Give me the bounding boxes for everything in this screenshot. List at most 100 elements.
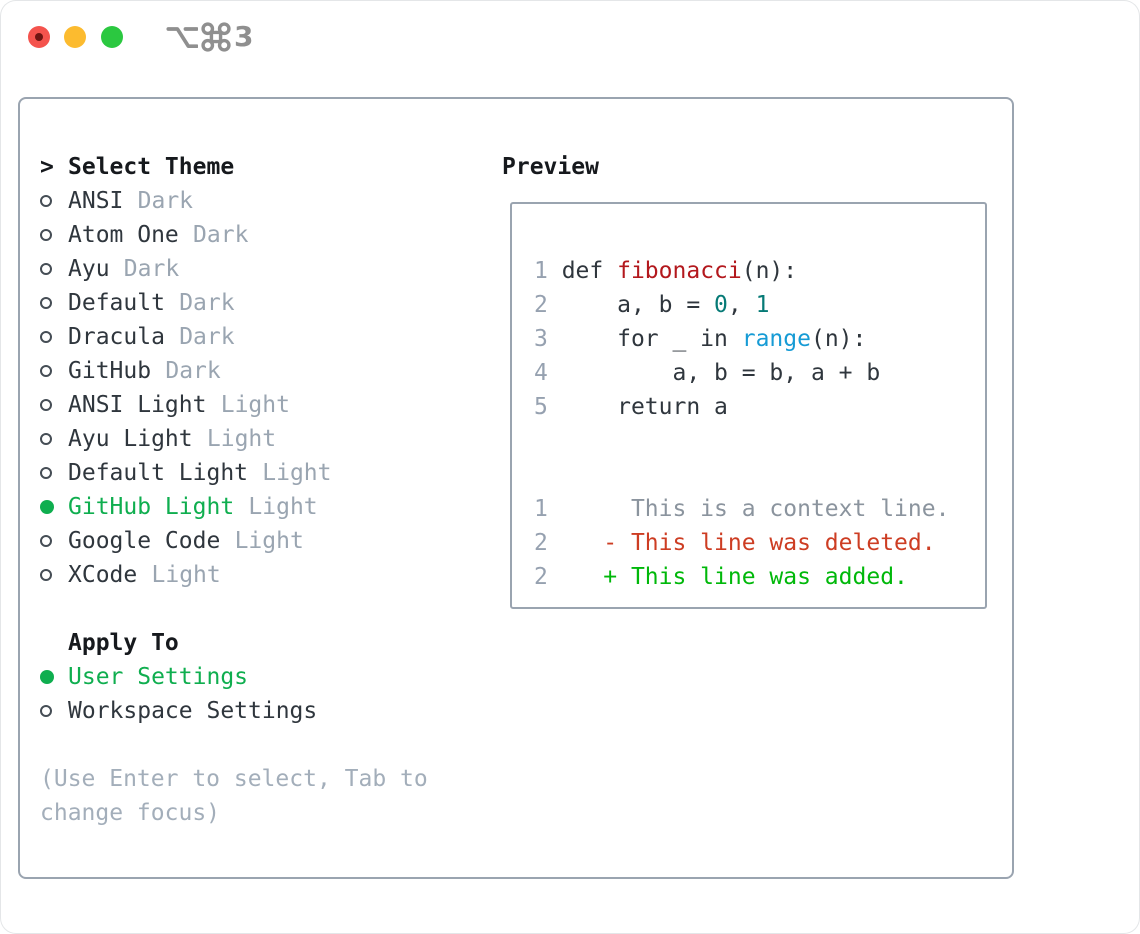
theme-label: Ayu Light <box>68 426 193 452</box>
radio-icon <box>40 670 68 684</box>
radio-icon <box>40 331 68 343</box>
theme-option-dracula-dark[interactable]: Dracula Dark <box>40 320 490 354</box>
theme-label: GitHub <box>68 358 152 384</box>
theme-variant: Light <box>234 528 304 554</box>
added-text: + This line was added. <box>547 564 908 590</box>
theme-label: ANSI <box>68 188 124 214</box>
titlebar: 3 <box>0 0 1140 74</box>
radio-icon <box>40 535 68 547</box>
hint-line-2: change focus) <box>40 800 221 826</box>
code-text: (n): <box>741 258 798 284</box>
apply-option-label: Workspace Settings <box>68 698 318 724</box>
radio-icon <box>40 263 68 275</box>
code-text: (n): <box>810 326 867 352</box>
theme-option-xcode-light[interactable]: XCode Light <box>40 558 490 592</box>
window-title: 3 <box>166 20 253 54</box>
spacer <box>40 728 490 762</box>
radio-icon <box>40 229 68 241</box>
zoom-button[interactable] <box>101 26 123 48</box>
blank-line <box>534 458 985 492</box>
line-number: 2 <box>534 564 548 590</box>
diff-added-line: 2 + This line was added. <box>534 560 985 594</box>
theme-variant: Dark <box>137 188 194 214</box>
theme-list: > Select Theme ANSI Dark Atom One Dark A… <box>40 150 490 830</box>
preview-title: Preview <box>502 154 599 180</box>
apply-option-user-settings[interactable]: User Settings <box>40 660 490 694</box>
theme-variant: Dark <box>193 222 249 248</box>
apply-option-workspace-settings[interactable]: Workspace Settings <box>40 694 490 728</box>
code-line: 3 for _ in range(n): <box>534 322 985 356</box>
code-text: def <box>547 258 618 284</box>
hint-line-1: (Use Enter to select, Tab to <box>40 766 428 792</box>
theme-variant: Light <box>206 426 277 452</box>
close-button[interactable] <box>28 26 50 48</box>
theme-variant: Dark <box>165 358 221 384</box>
theme-option-google-code-light[interactable]: Google Code Light <box>40 524 490 558</box>
code-line: 4 a, b = b, a + b <box>534 356 985 390</box>
radio-icon <box>40 500 68 514</box>
command-key-icon <box>201 22 231 52</box>
radio-icon <box>40 365 68 377</box>
line-number: 5 <box>534 394 548 420</box>
theme-option-ansi-dark[interactable]: ANSI Dark <box>40 184 490 218</box>
prompt-icon: > <box>40 154 54 180</box>
theme-option-default-dark[interactable]: Default Dark <box>40 286 490 320</box>
number-literal: 0 <box>714 292 728 318</box>
number-literal: 1 <box>755 292 770 318</box>
theme-variant: Dark <box>123 256 180 282</box>
theme-option-github-dark[interactable]: GitHub Dark <box>40 354 490 388</box>
function-name: fibonacci <box>617 258 742 284</box>
theme-variant: Light <box>248 494 318 520</box>
code-text: a, b = b, a + b <box>547 360 881 386</box>
code-text: , <box>727 292 756 318</box>
theme-label: Atom One <box>68 222 179 248</box>
code-text: for _ in <box>547 326 742 352</box>
theme-list-title: Select Theme <box>68 154 235 180</box>
theme-label: XCode <box>68 562 138 588</box>
theme-label: Default Light <box>68 460 249 486</box>
radio-icon <box>40 297 68 309</box>
line-number: 3 <box>534 326 548 352</box>
radio-icon <box>40 705 68 717</box>
theme-picker-panel: > Select Theme ANSI Dark Atom One Dark A… <box>18 97 1014 879</box>
theme-option-ayu-dark[interactable]: Ayu Dark <box>40 252 490 286</box>
deleted-text: - This line was deleted. <box>547 530 936 556</box>
line-number: 1 <box>534 496 548 522</box>
code-text: return a <box>547 394 728 420</box>
code-line: 2 a, b = 0, 1 <box>534 288 985 322</box>
theme-option-default-light[interactable]: Default Light Light <box>40 456 490 490</box>
theme-label: Dracula <box>68 324 165 350</box>
builtin-name: range <box>741 326 811 352</box>
theme-option-ayu-light[interactable]: Ayu Light Light <box>40 422 490 456</box>
radio-icon <box>40 399 68 411</box>
line-number: 1 <box>534 258 548 284</box>
radio-icon <box>40 467 68 479</box>
minimize-button[interactable] <box>64 26 86 48</box>
theme-label: Default <box>68 290 165 316</box>
code-text: a, b = <box>547 292 715 318</box>
preview-pane: 1 def fibonacci(n): 2 a, b = 0, 1 3 for … <box>510 202 987 609</box>
radio-icon <box>40 195 68 207</box>
apply-to-title: Apply To <box>68 630 179 656</box>
theme-option-ansi-light[interactable]: ANSI Light Light <box>40 388 490 422</box>
theme-variant: Light <box>220 392 290 418</box>
diff-deleted-line: 2 - This line was deleted. <box>534 526 985 560</box>
context-text: This is a context line. <box>547 496 950 522</box>
spacer <box>40 592 490 626</box>
theme-variant: Dark <box>179 324 235 350</box>
line-number: 2 <box>534 292 548 318</box>
option-key-icon <box>166 27 198 48</box>
theme-label: ANSI Light <box>68 392 207 418</box>
theme-variant: Light <box>151 562 221 588</box>
radio-icon <box>40 569 68 581</box>
theme-option-github-light[interactable]: GitHub Light Light <box>40 490 490 524</box>
theme-option-atom-one-dark[interactable]: Atom One Dark <box>40 218 490 252</box>
apply-to-header: Apply To <box>40 626 490 660</box>
window-title-number: 3 <box>234 20 254 53</box>
theme-label: Ayu <box>68 256 110 282</box>
theme-list-header: > Select Theme <box>40 150 490 184</box>
theme-label: GitHub Light <box>68 494 235 520</box>
code-line: 1 def fibonacci(n): <box>534 254 985 288</box>
radio-icon <box>40 433 68 445</box>
